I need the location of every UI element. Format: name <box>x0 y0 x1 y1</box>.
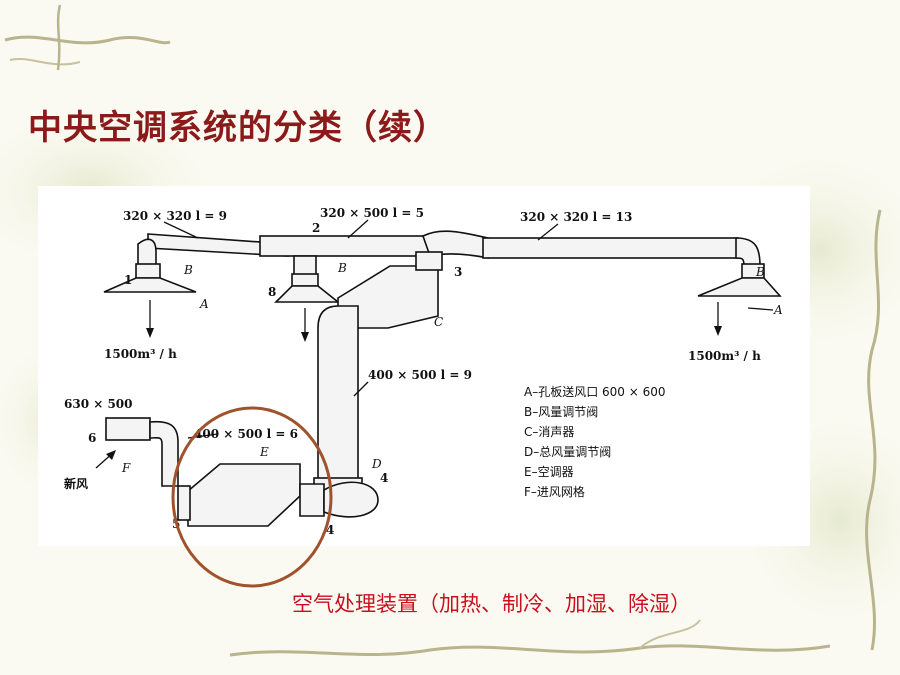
duct-label-right: 320 × 320 l = 13 <box>520 210 632 224</box>
duct-label-left: 320 × 320 l = 9 <box>123 209 227 223</box>
duct-label-fresh-intake: 630 × 500 <box>64 397 133 411</box>
flow-rate-right: 1500m³ / h <box>688 349 761 363</box>
diffuser-left <box>103 277 197 293</box>
fresh-air-duct <box>149 420 179 487</box>
duct-drop-1 <box>137 238 157 267</box>
callout-letter-f: F <box>121 461 131 475</box>
ahu-outlet <box>299 483 325 517</box>
ahu-inlet-5 <box>177 485 191 521</box>
legend-item: D–总风量调节阀 <box>524 445 611 459</box>
legend: A–孔板送风口 600 × 600 B–风量调节阀 C–消声器 D–总风量调节阀… <box>524 384 666 499</box>
callout-number: 8 <box>268 285 276 299</box>
callout-letter-b: B <box>183 263 193 277</box>
callout-letter-a: A <box>773 303 783 317</box>
duct-segment-right <box>482 237 739 259</box>
air-handler-e <box>187 463 301 527</box>
damper-b-left <box>135 263 161 279</box>
fresh-air-label: 新风 <box>64 476 88 491</box>
diffuser-mid <box>274 285 341 303</box>
duct-label-riser: 400 × 500 l = 9 <box>368 368 472 382</box>
ahu-elbow-4 <box>323 481 379 518</box>
duct-label-mid: 320 × 500 l = 5 <box>320 206 424 220</box>
diffuser-right <box>697 277 782 297</box>
callout-number: 4 <box>380 471 388 485</box>
diagram-panel: 320 × 320 l = 9 320 × 500 l = 5 320 × 32… <box>38 186 810 546</box>
duct-elbow-right <box>735 237 761 267</box>
legend-item: F–进风网格 <box>524 484 585 499</box>
callout-letter-c: C <box>434 315 443 329</box>
duct-connector-3 <box>415 251 443 271</box>
flow-rate-left: 1500m³ / h <box>104 347 177 361</box>
legend-item: B–风量调节阀 <box>524 405 598 419</box>
callout-number: 3 <box>454 265 462 279</box>
callout-number: 2 <box>312 221 320 235</box>
duct-label-lower: 400 × 500 l = 6 <box>194 427 298 441</box>
legend-item: C–消声器 <box>524 425 574 439</box>
fresh-air-grille-f <box>105 417 151 441</box>
callout-number: 6 <box>88 431 96 445</box>
callout-letter-d: D <box>371 457 382 471</box>
duct-riser <box>317 305 359 487</box>
callout-letter-a: A <box>199 297 209 311</box>
damper-b-mid <box>291 273 319 287</box>
callout-number: 4 <box>326 523 334 537</box>
legend-item: E–空调器 <box>524 465 574 479</box>
duct-drop-8 <box>293 255 317 277</box>
callout-number: 5 <box>172 517 180 531</box>
legend-item: A–孔板送风口 600 × 600 <box>524 384 666 399</box>
callout-letter-b: B <box>337 261 347 275</box>
slide-title: 中央空调系统的分类（续） <box>28 108 448 148</box>
duct-segment-mid <box>259 235 431 257</box>
hvac-duct-diagram: 320 × 320 l = 9 320 × 500 l = 5 320 × 32… <box>64 206 783 537</box>
callout-number: 1 <box>124 273 132 287</box>
slide-caption: 空气处理装置（加热、制冷、加湿、除湿） <box>292 592 691 616</box>
callout-letter-b: B <box>755 265 765 279</box>
callout-letter-e: E <box>259 445 269 459</box>
